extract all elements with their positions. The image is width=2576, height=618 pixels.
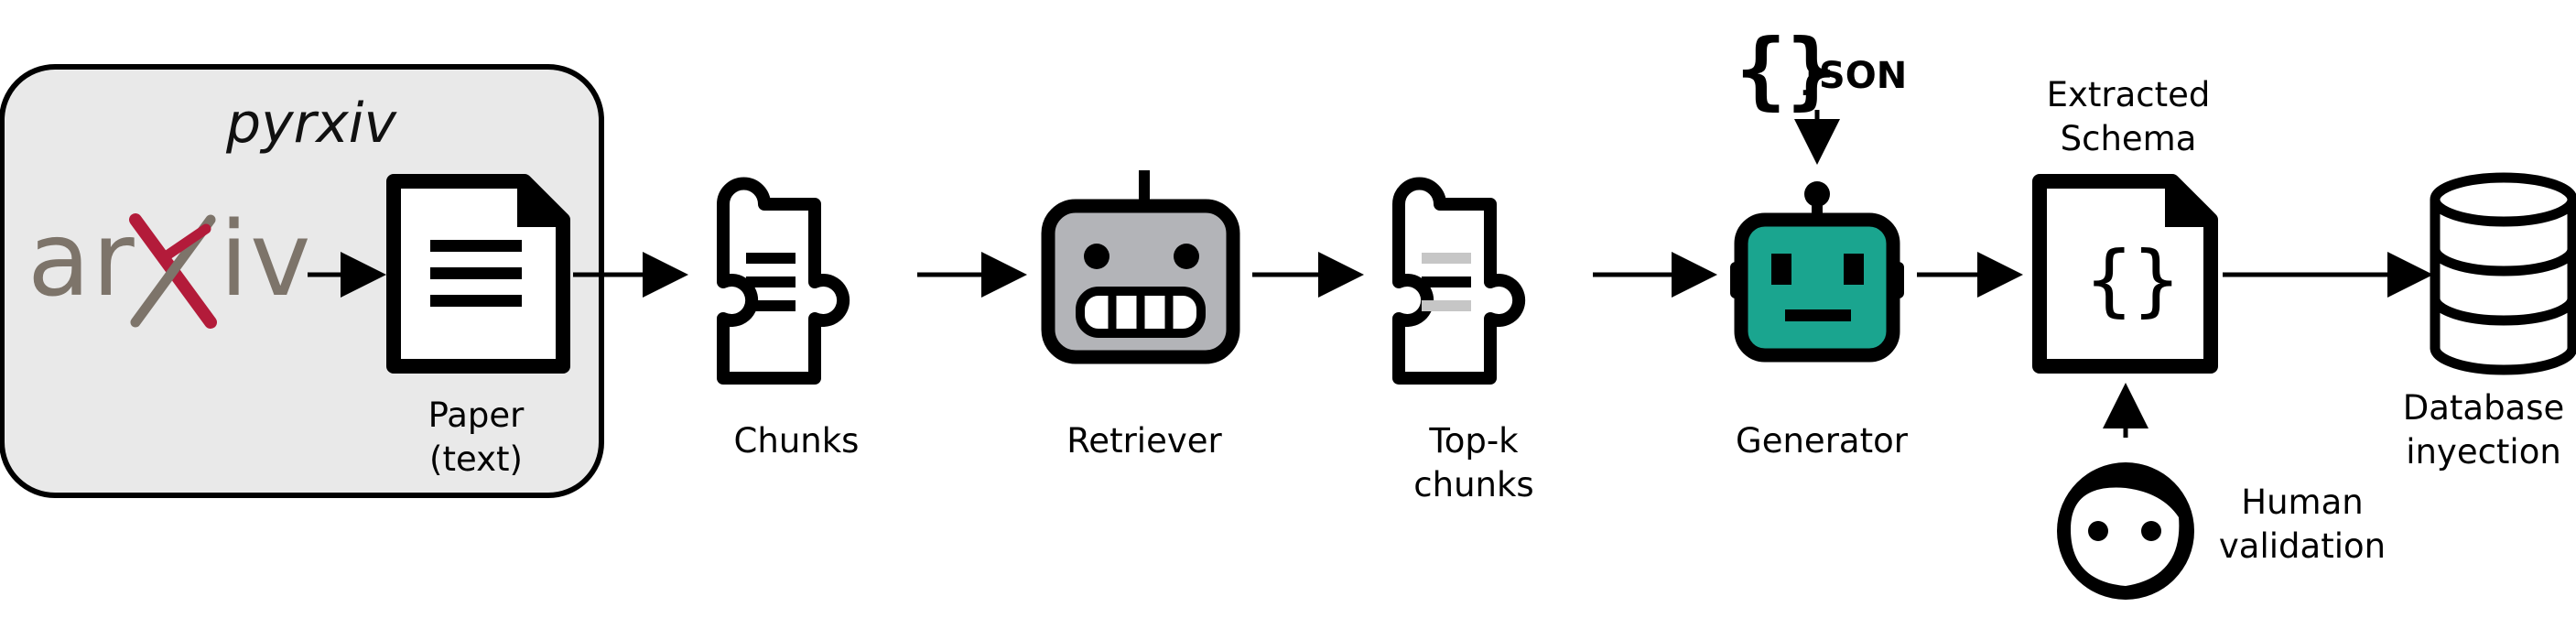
document-icon	[386, 174, 570, 374]
human-face-icon	[2057, 462, 2194, 600]
svg-text:ar: ar	[27, 201, 136, 320]
chunks-label-text: Chunks	[733, 421, 860, 461]
puzzle-icon-topk	[1392, 177, 1526, 385]
retriever-label-text: Retriever	[1066, 421, 1222, 461]
human-label-line2: validation	[2218, 526, 2387, 566]
arxiv-logo: ar iv	[27, 201, 312, 329]
retriever-label: Retriever	[1034, 419, 1254, 463]
human-label-line1: Human	[2241, 482, 2364, 522]
topk-label-line2: chunks	[1413, 465, 1534, 504]
svg-text:{}: {}	[2085, 234, 2181, 326]
paper-label-line1: Paper	[428, 396, 525, 435]
chunks-label: Chunks	[696, 419, 897, 463]
generator-label: Generator	[1712, 419, 1932, 463]
svg-text:{}: {}	[1736, 21, 1837, 119]
database-icon	[2430, 172, 2576, 375]
paper-label-line2: (text)	[429, 439, 523, 479]
svg-text:iv: iv	[220, 201, 312, 320]
human-label: Human validation	[2202, 481, 2403, 569]
database-label: Database inyection	[2393, 386, 2574, 474]
schema-label-line1: Extracted	[2046, 75, 2211, 114]
puzzle-icon-chunks	[717, 177, 850, 385]
database-label-line2: inyection	[2406, 432, 2561, 472]
generator-label-text: Generator	[1736, 421, 1908, 461]
robot-icon-retriever	[1041, 170, 1240, 364]
paper-label: Paper (text)	[384, 394, 568, 482]
database-label-line1: Database	[2402, 388, 2565, 428]
pyrxiv-title: pyrxiv	[226, 92, 396, 156]
schema-document-icon: {}	[2032, 174, 2218, 374]
topk-label-line1: Top-k	[1429, 421, 1519, 461]
json-braces-icon: {}	[1736, 21, 1837, 119]
schema-label-line2: Schema	[2060, 119, 2197, 158]
json-label: JSON	[1805, 55, 1908, 97]
topk-label: Top-k chunks	[1373, 419, 1575, 507]
schema-label: Extracted Schema	[2023, 73, 2234, 161]
robot-icon-generator	[1730, 181, 1904, 363]
